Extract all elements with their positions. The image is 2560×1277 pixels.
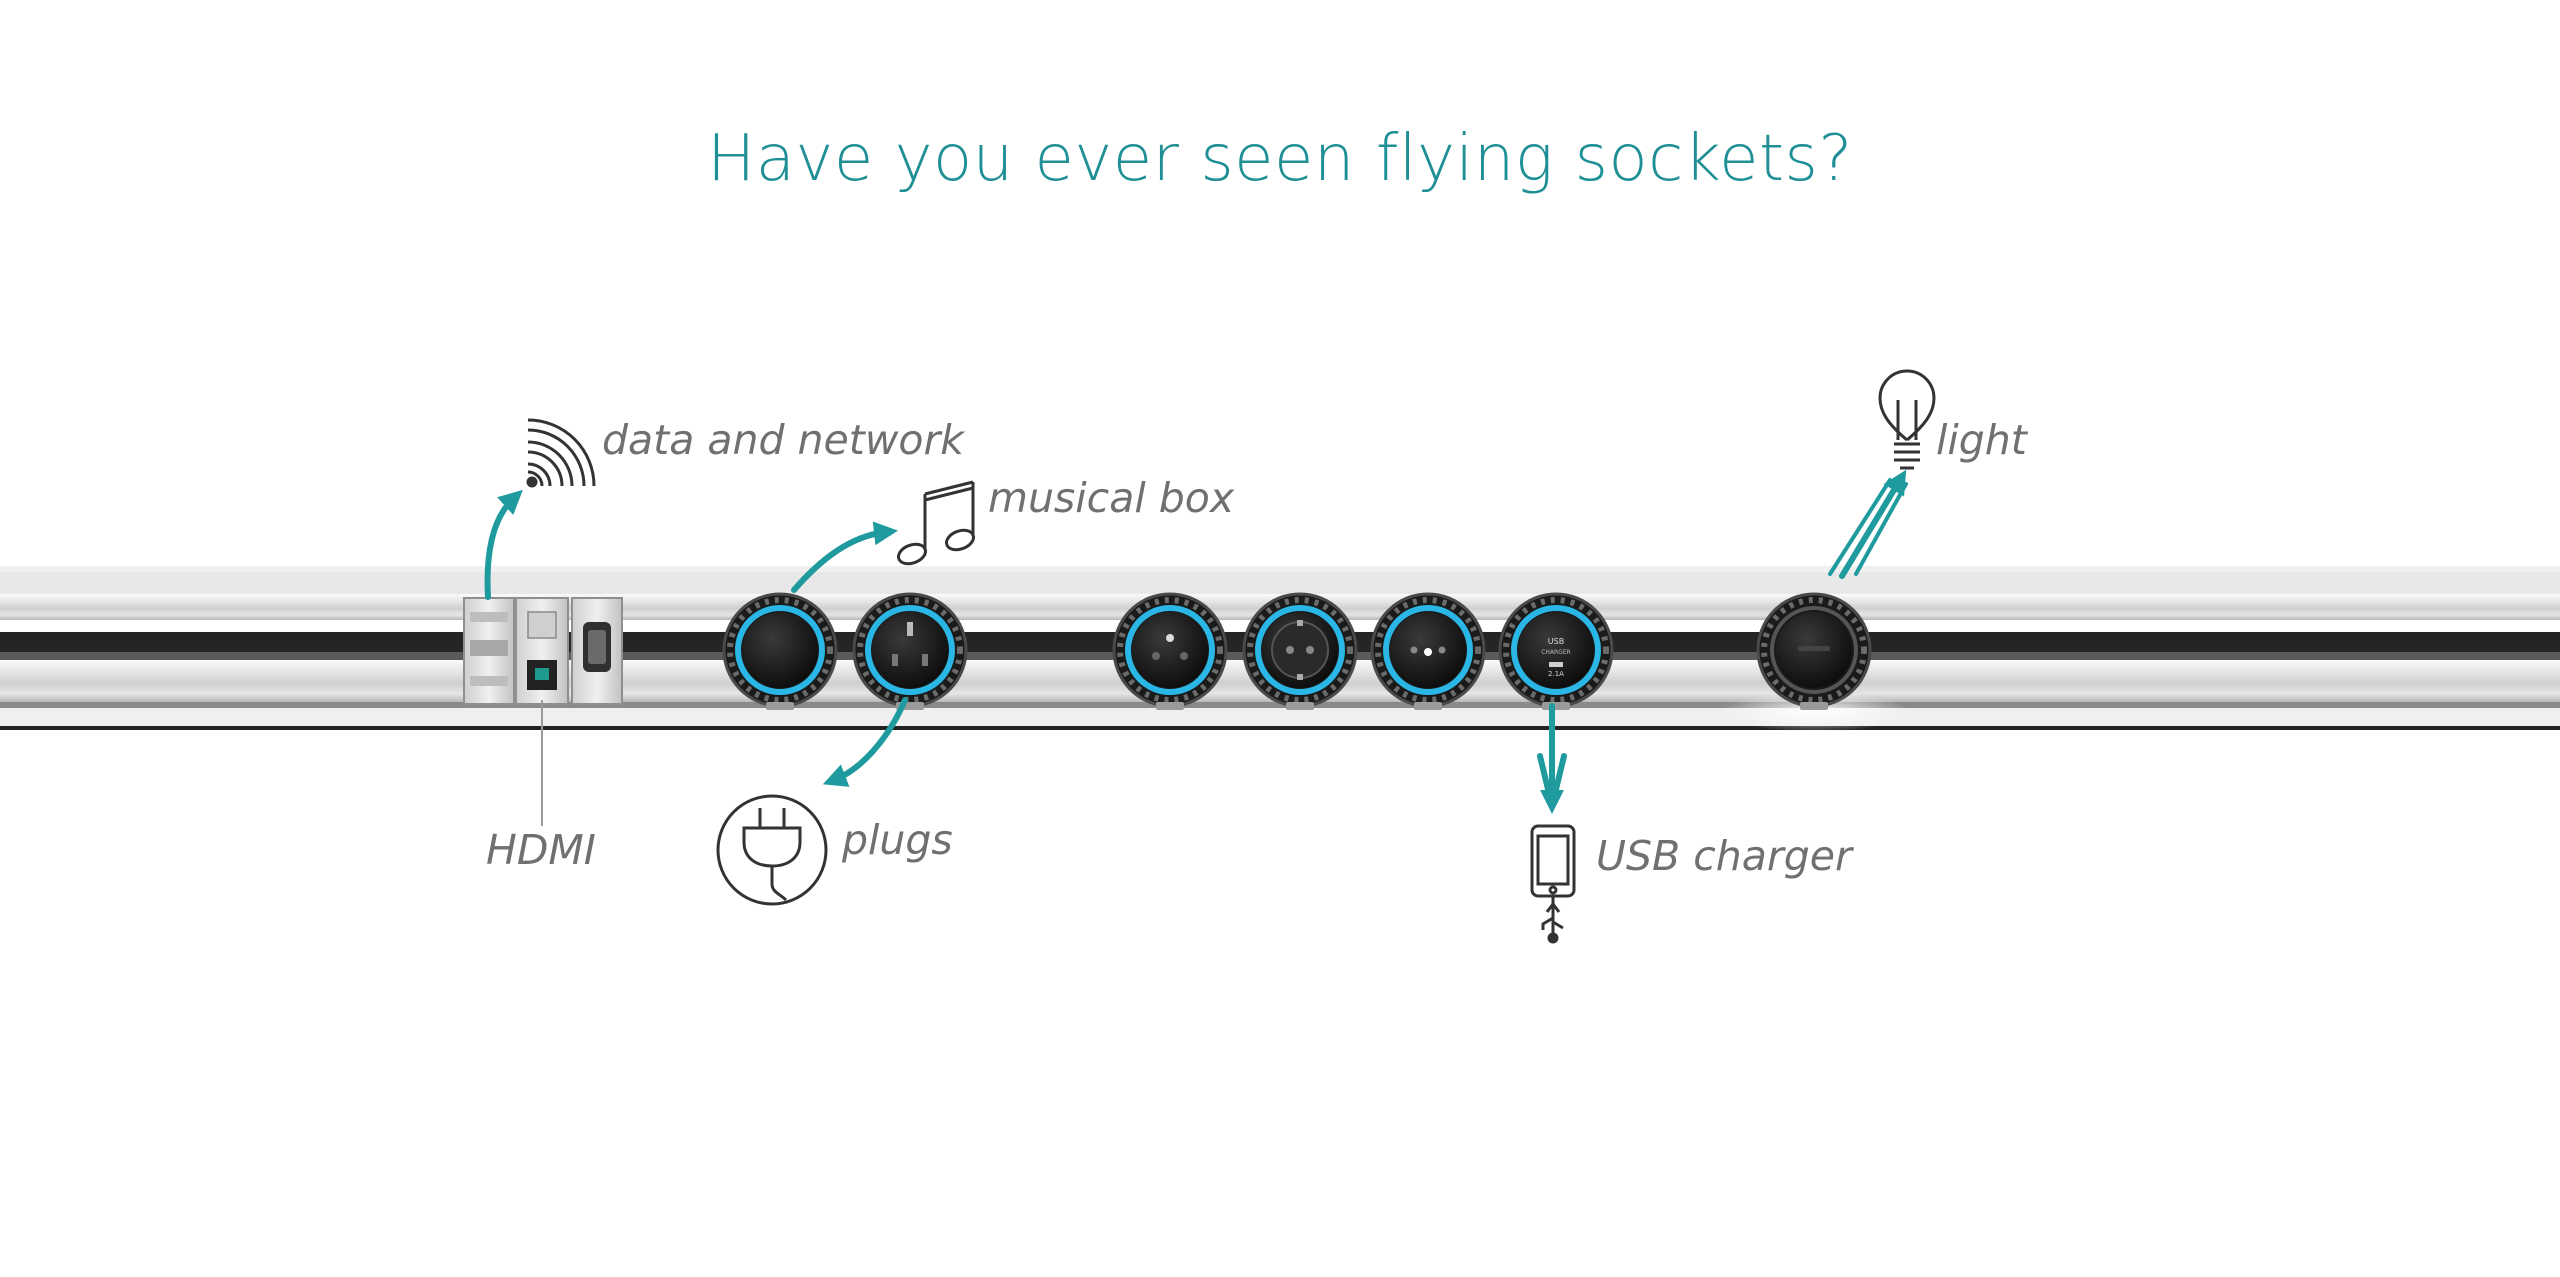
socket-schuko — [1242, 592, 1358, 710]
usb-socket-label-bottom: 2.1A — [1548, 670, 1564, 678]
usb-socket-label-mid: CHARGER — [1541, 649, 1571, 656]
music-note-icon — [896, 480, 976, 566]
label-light: light — [1936, 416, 2027, 464]
arrow-light — [1839, 469, 1907, 579]
light-bulb-icon — [1878, 369, 1936, 470]
wifi-signal-icon — [526, 418, 596, 488]
light-glow — [1720, 692, 1910, 732]
socket-swiss — [1370, 592, 1486, 710]
label-musical-box: musical box — [988, 474, 1235, 522]
socket-light — [1756, 592, 1872, 710]
socket-usb-charger: USB CHARGER 2.1A — [1498, 592, 1614, 710]
arrow-data-network — [484, 489, 523, 600]
label-plugs: plugs — [842, 816, 953, 864]
smartphone-usb-icon — [1530, 824, 1576, 944]
power-plug-icon — [716, 794, 828, 906]
usb-socket-label-top: USB — [1548, 637, 1564, 646]
socket-blank — [722, 592, 838, 710]
label-data-network: data and network — [602, 416, 965, 464]
arrows — [484, 469, 1908, 814]
label-usb-charger: USB charger — [1596, 832, 1852, 880]
arrow-musical-box — [791, 521, 898, 593]
arrow-usb-charger-lines — [1537, 753, 1567, 809]
arrow-plugs — [822, 697, 908, 787]
label-hdmi: HDMI — [486, 826, 596, 874]
arrow-light-lines — [1828, 478, 1908, 576]
socket-uk — [852, 592, 968, 710]
data-modules — [463, 597, 623, 705]
page-title: Have you ever seen flying sockets? — [707, 122, 1853, 196]
sockets: USB CHARGER 2.1A — [722, 592, 1872, 710]
socket-french — [1112, 592, 1228, 710]
